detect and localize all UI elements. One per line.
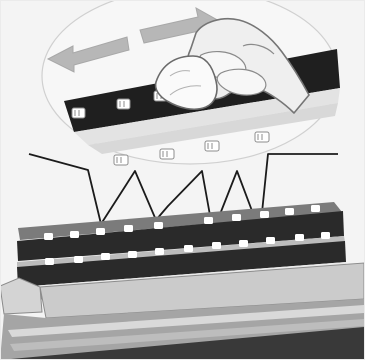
inset-detail (42, 0, 340, 165)
